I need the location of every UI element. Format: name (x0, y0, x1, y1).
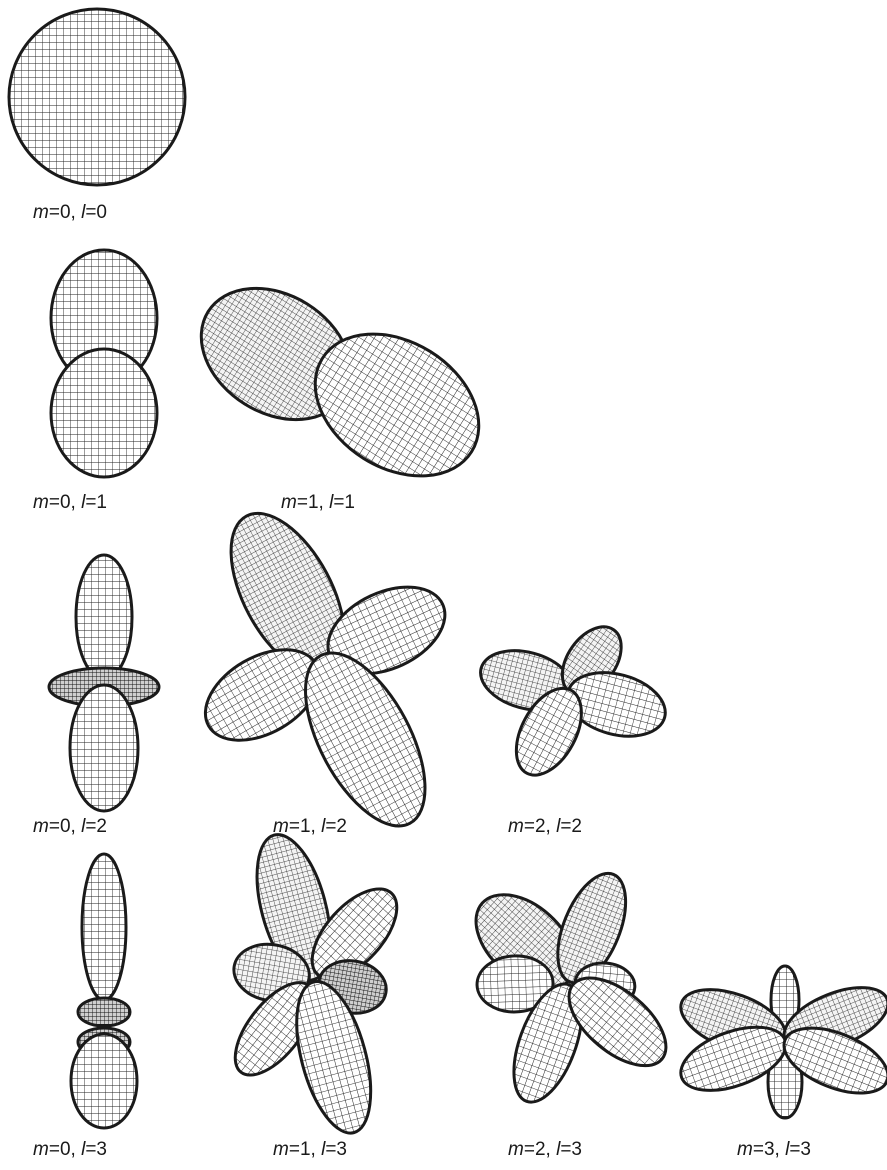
caption-m1-l2: m=1, l=2 (273, 817, 347, 837)
sphere-m0-l0 (9, 9, 185, 185)
lobe-m0-l2-top (76, 555, 132, 679)
caption-m0-l1: m=0, l=1 (33, 493, 107, 513)
lobe-m0-l1-bottom (51, 349, 157, 477)
caption-m0-l3: m=0, l=3 (33, 1140, 107, 1160)
caption-m0-l2: m=0, l=2 (33, 817, 107, 837)
caption-m0-l0: m=0, l=0 (33, 203, 107, 223)
caption-m2-l2: m=2, l=2 (508, 817, 582, 837)
lobe-m0-l2-bottom (70, 685, 138, 811)
lobe-m0-l3-bottom (71, 1034, 137, 1128)
caption-m3-l3: m=3, l=3 (737, 1140, 811, 1160)
lobe-m0-l3-top (82, 854, 126, 1000)
caption-m1-l3: m=1, l=3 (273, 1140, 347, 1160)
caption-m2-l3: m=2, l=3 (508, 1140, 582, 1160)
caption-m1-l1: m=1, l=1 (281, 493, 355, 513)
lobe-m0-l3-ring-upper (78, 998, 130, 1026)
